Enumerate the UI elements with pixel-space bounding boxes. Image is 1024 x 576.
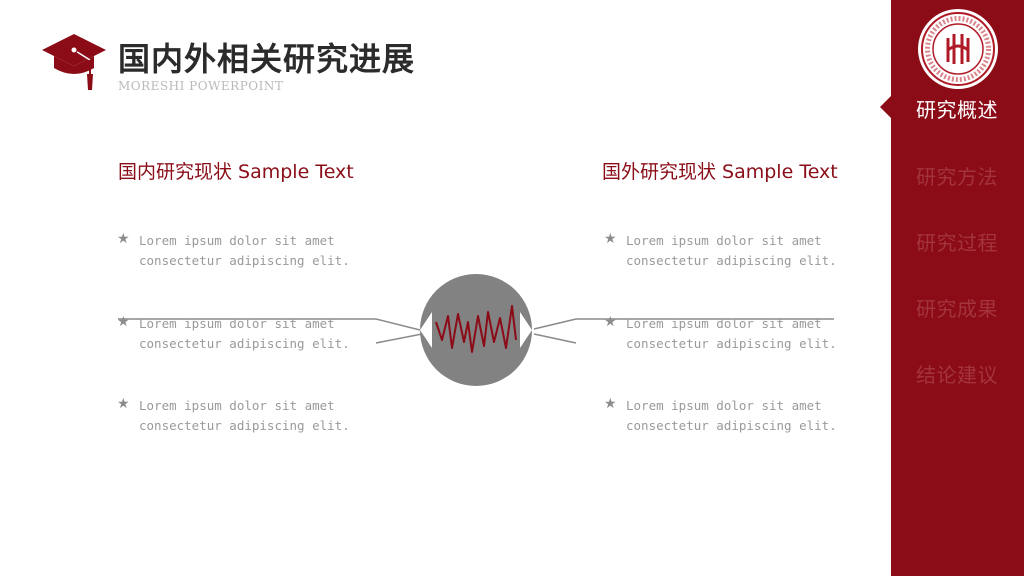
star-icon: ★ xyxy=(117,231,130,247)
sidebar xyxy=(891,0,1024,576)
item-line: Lorem ipsum dolor sit amet xyxy=(626,316,822,331)
item-line: Lorem ipsum dolor sit amet xyxy=(139,316,335,331)
foreign-research-heading: 国外研究现状 Sample Text xyxy=(602,161,838,183)
item-line: Lorem ipsum dolor sit amet xyxy=(626,398,822,413)
star-icon: ★ xyxy=(604,231,617,247)
sidebar-item-process[interactable]: 研究过程 xyxy=(916,231,998,255)
item-line: Lorem ipsum dolor sit amet xyxy=(139,398,335,413)
active-nav-pointer xyxy=(880,96,891,118)
item-line: consectetur adipiscing elit. xyxy=(139,336,350,351)
star-icon: ★ xyxy=(117,396,130,412)
item-line: consectetur adipiscing elit. xyxy=(139,418,350,433)
sidebar-item-results[interactable]: 研究成果 xyxy=(916,297,998,321)
star-icon: ★ xyxy=(604,396,617,412)
graduation-cap-icon xyxy=(42,34,106,90)
item-line: Lorem ipsum dolor sit amet xyxy=(139,233,335,248)
item-line: consectetur adipiscing elit. xyxy=(139,253,350,268)
sidebar-item-conclusions[interactable]: 结论建议 xyxy=(916,363,998,387)
item-line: consectetur adipiscing elit. xyxy=(626,253,837,268)
page-title: 国内外相关研究进展 xyxy=(118,40,416,78)
star-icon: ★ xyxy=(604,314,617,330)
item-line: consectetur adipiscing elit. xyxy=(626,418,837,433)
item-line: Lorem ipsum dolor sit amet xyxy=(626,233,822,248)
sidebar-item-methods[interactable]: 研究方法 xyxy=(916,165,998,189)
university-seal-icon xyxy=(918,9,998,89)
sidebar-item-overview[interactable]: 研究概述 xyxy=(916,98,998,122)
item-line: consectetur adipiscing elit. xyxy=(626,336,837,351)
star-icon: ★ xyxy=(117,314,130,330)
page-subtitle: MORESHI POWERPOINT xyxy=(118,79,284,93)
domestic-research-heading: 国内研究现状 Sample Text xyxy=(118,161,354,183)
